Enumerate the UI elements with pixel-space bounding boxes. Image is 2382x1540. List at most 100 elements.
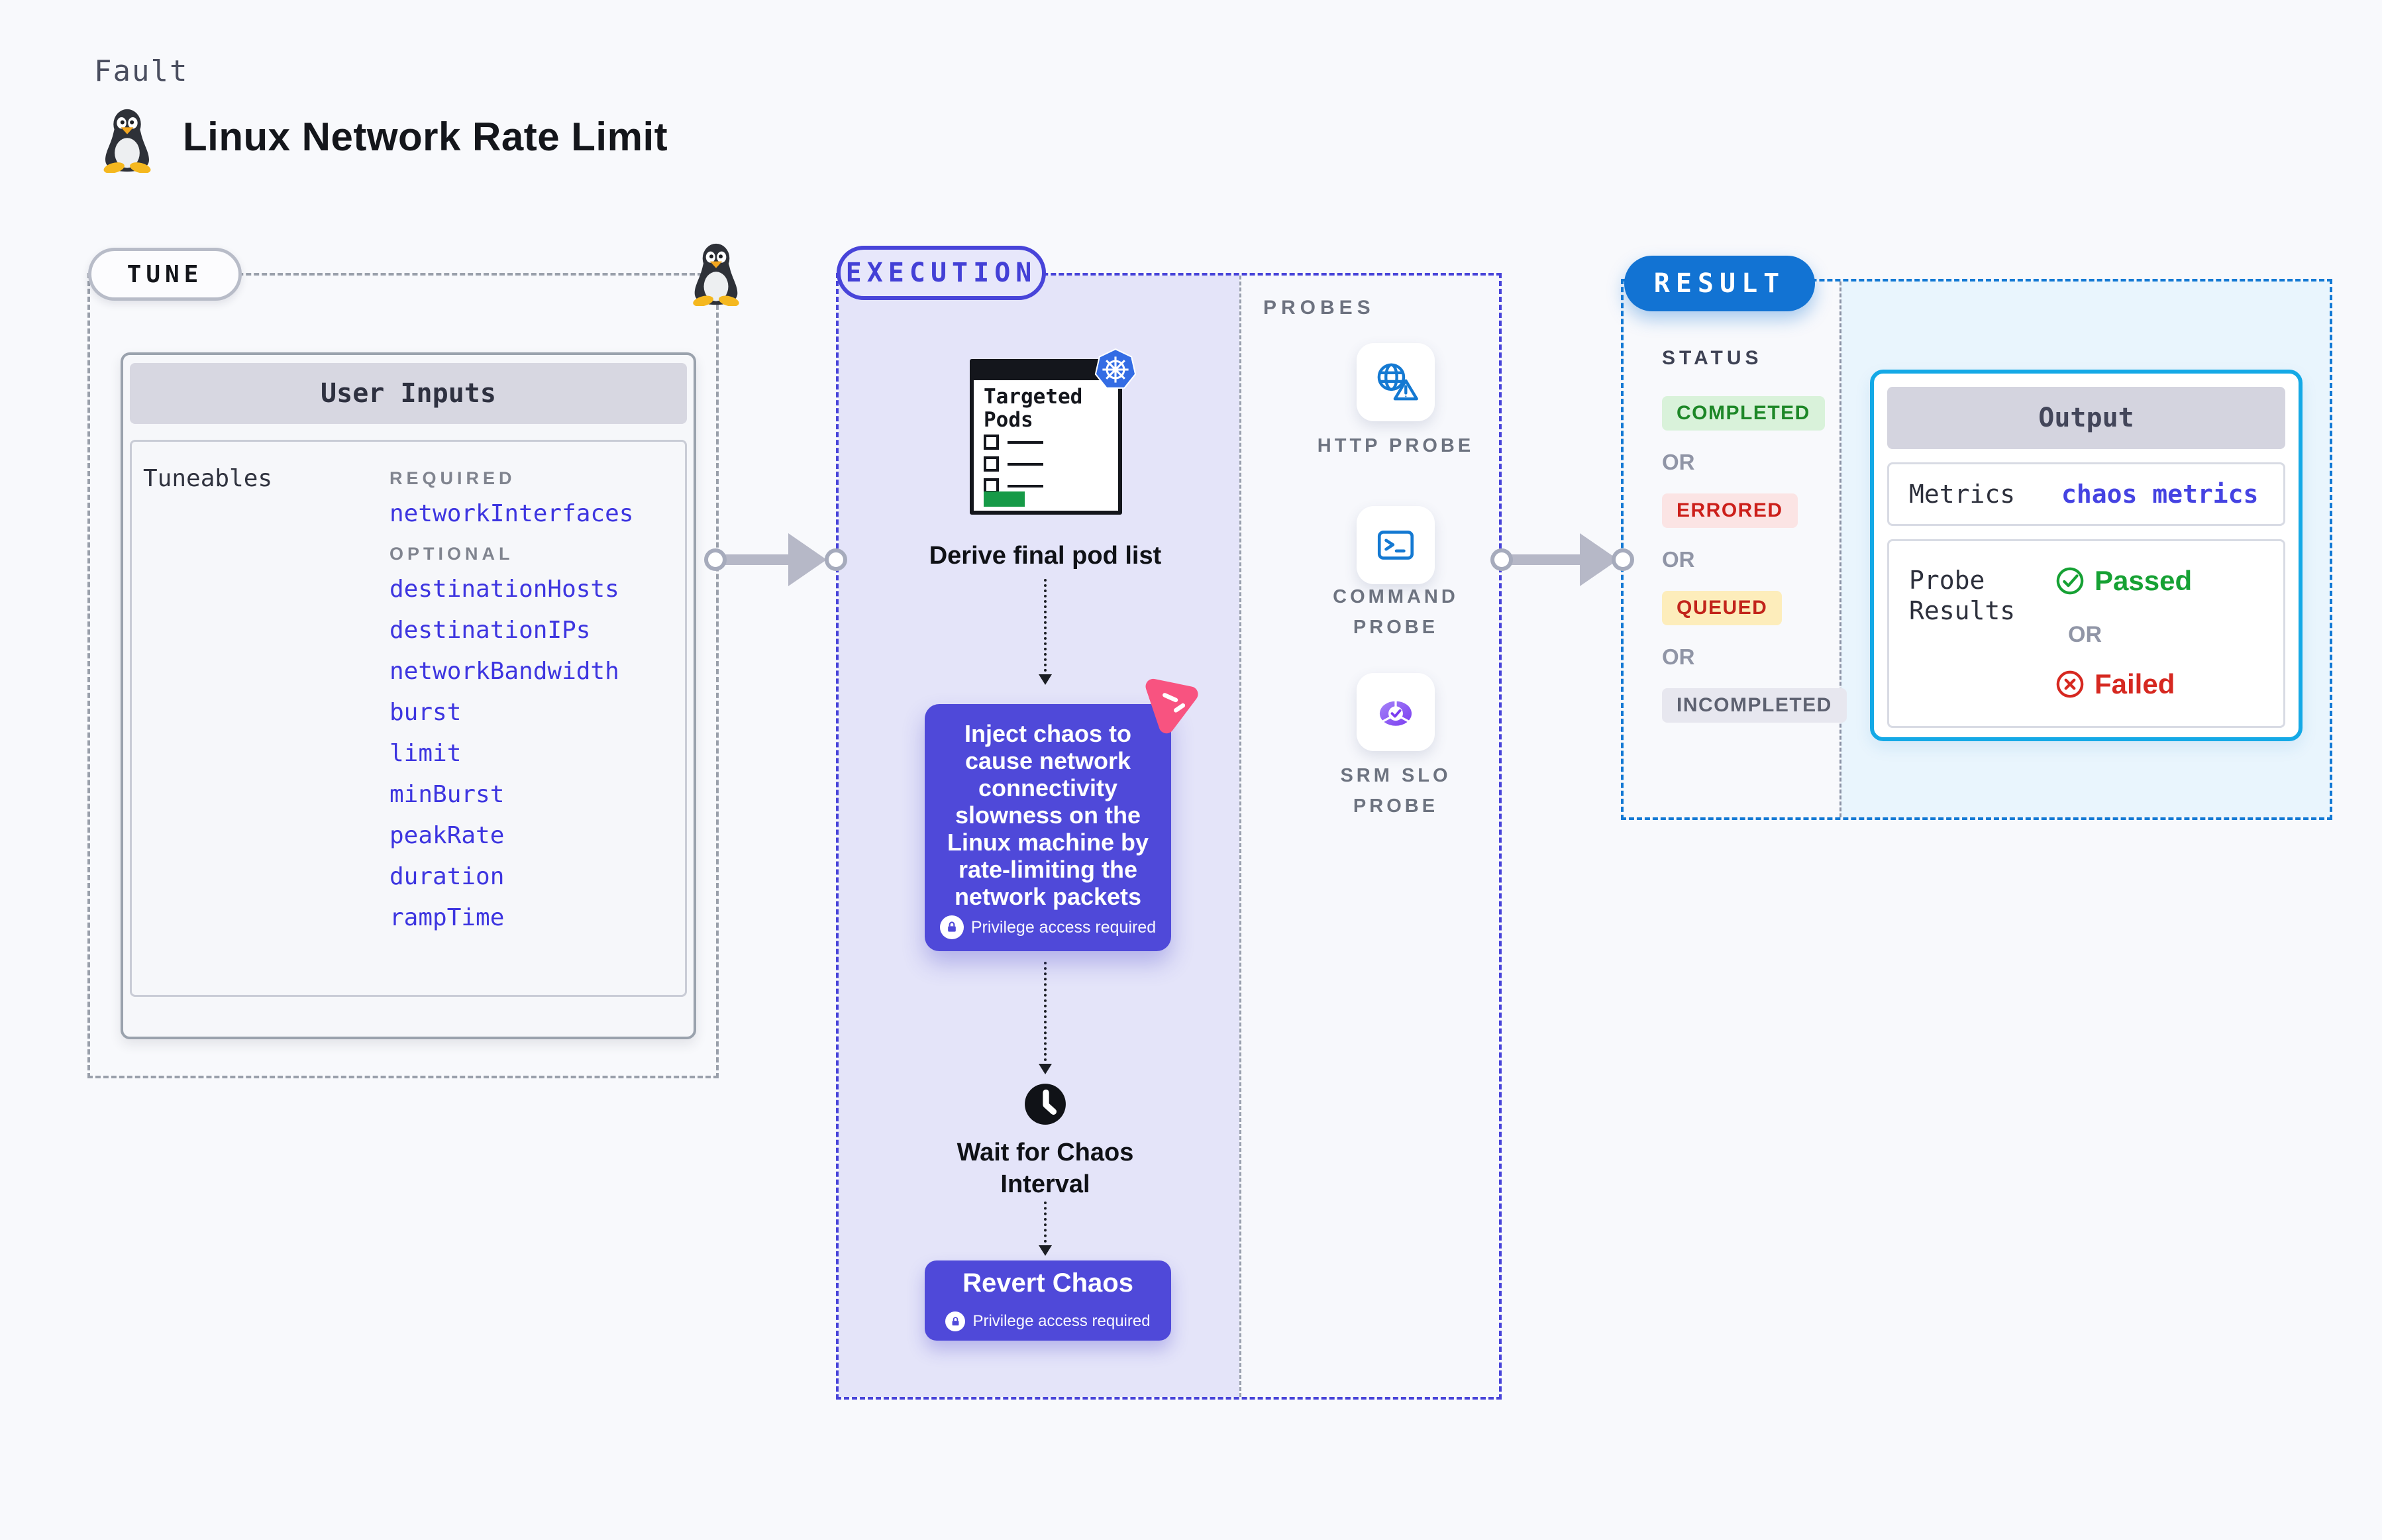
param-item: networkBandwidth [389,657,619,685]
page-title: Linux Network Rate Limit [183,115,668,159]
status-heading: STATUS [1662,347,1763,369]
targeted-pods-card: Targeted Pods [970,359,1122,515]
param-item: minBurst [389,780,505,808]
param-item: duration [389,862,505,890]
globe-alert-icon [1377,363,1418,401]
failed-row: Failed [2055,668,2175,700]
connector-dot [825,548,847,571]
wait-step-caption: Wait for Chaos Interval [957,1139,1134,1198]
tune-section-box [87,273,719,1078]
result-section-label: RESULT [1624,256,1815,311]
metrics-value: chaos metrics [2061,480,2259,509]
user-inputs-card-title: User Inputs [130,363,687,424]
slo-gauge-icon [1379,697,1412,726]
tux-penguin-icon [693,243,739,306]
srm-slo-probe-card [1357,673,1435,751]
metrics-label: Metrics [1909,480,2016,509]
privilege-row: Privilege access required [925,1311,1171,1331]
param-item: burst [389,698,462,726]
privilege-note: Privilege access required [970,917,1157,937]
passed-label: Passed [2095,565,2193,596]
output-card-title: Output [1887,387,2285,449]
metrics-row: Metrics chaos metrics [1887,462,2285,526]
fault-eyebrow: Fault [94,54,189,88]
status-badge-incompleted: INCOMPLETED [1662,688,1847,723]
derive-pod-list-caption: Derive final pod list [929,542,1162,570]
x-circle-icon [2056,670,2084,698]
checkbox-icon [984,435,999,450]
or-label: OR [1662,644,1695,669]
or-label: OR [1662,547,1695,572]
lock-icon [945,1311,966,1331]
status-badge-queued: QUEUED [1662,591,1783,625]
inject-chaos-step: Inject chaos to cause network connectivi… [925,704,1171,951]
litmus-chaos-icon [1145,678,1198,734]
privilege-row: Privilege access required [925,915,1171,939]
revert-chaos-step: Revert Chaos Privilege access required [925,1260,1171,1341]
output-card: Output Metrics chaos metrics Probe Resul… [1870,370,2303,741]
param-item: rampTime [389,903,505,931]
tuneables-label: Tuneables [143,465,273,492]
srm-slo-probe-label: SRM SLO PROBE [1340,765,1451,817]
terminal-icon [1377,531,1414,560]
flow-connector-arrowhead [1039,1245,1052,1256]
inject-chaos-description: Inject chaos to cause network connectivi… [947,720,1149,910]
param-item: destinationHosts [389,575,619,603]
command-probe-label: COMMAND PROBE [1333,586,1459,638]
probe-results-label: Probe Results [1909,566,2016,625]
param-item: destinationIPs [389,616,591,644]
status-badge-completed: COMPLETED [1662,396,1825,431]
or-label: OR [2068,622,2102,647]
flow-connector [1044,579,1047,672]
passed-row: Passed [2055,565,2192,597]
http-probe-card [1357,343,1435,421]
progress-bar [984,491,1025,507]
clock-icon [1025,1084,1066,1125]
failed-label: Failed [2095,668,2175,699]
execution-section-box [836,273,1502,1400]
http-probe-label: HTTP PROBE [1317,435,1475,456]
result-divider [1839,282,1841,817]
list-line [1008,440,1043,444]
flow-connector [1044,962,1047,1061]
tune-section-label: TUNE [88,248,242,301]
command-probe-card [1357,506,1435,584]
param-item: peakRate [389,821,505,849]
execution-to-result-arrow [1502,554,1580,565]
flow-connector-arrowhead [1039,674,1052,685]
check-circle-icon [2056,567,2084,595]
connector-dot [704,548,727,571]
param-item: networkInterfaces [389,499,634,527]
lock-icon [939,915,964,939]
pod-list-row [984,435,1043,450]
pod-list-row [984,456,1043,472]
status-badge-errored: ERRORED [1662,493,1798,528]
tune-to-execution-arrow [715,554,790,565]
tune-to-execution-arrowhead [788,533,827,586]
privilege-note: Privilege access required [972,1312,1151,1330]
optional-heading: OPTIONAL [389,543,514,564]
status-column: COMPLETED OR ERRORED OR QUEUED OR INCOMP… [1662,396,1847,723]
execution-probes-divider [1239,276,1241,1397]
checkbox-icon [984,456,999,472]
tuneables-params-column: REQUIRED networkInterfaces OPTIONAL dest… [389,464,633,938]
probes-heading: PROBES [1263,297,1375,319]
tux-penguin-icon [103,109,151,173]
connector-dot [1612,548,1634,571]
required-heading: REQUIRED [389,468,516,488]
or-label: OR [1662,450,1695,474]
flow-connector [1044,1202,1047,1243]
probe-results-row: Probe Results Passed OR Failed [1887,539,2285,728]
list-line [1008,462,1043,466]
flow-connector-arrowhead [1039,1064,1052,1074]
list-line [1008,484,1043,488]
revert-chaos-title: Revert Chaos [962,1268,1133,1298]
connector-dot [1490,548,1513,571]
user-inputs-card [121,352,696,1039]
probes-region-bg [1241,276,1499,1397]
param-item: limit [389,739,462,767]
targeted-pods-title: Targeted Pods [984,385,1083,432]
execution-section-label: EXECUTION [837,246,1046,300]
targeted-pods-header-bar [974,363,1118,380]
